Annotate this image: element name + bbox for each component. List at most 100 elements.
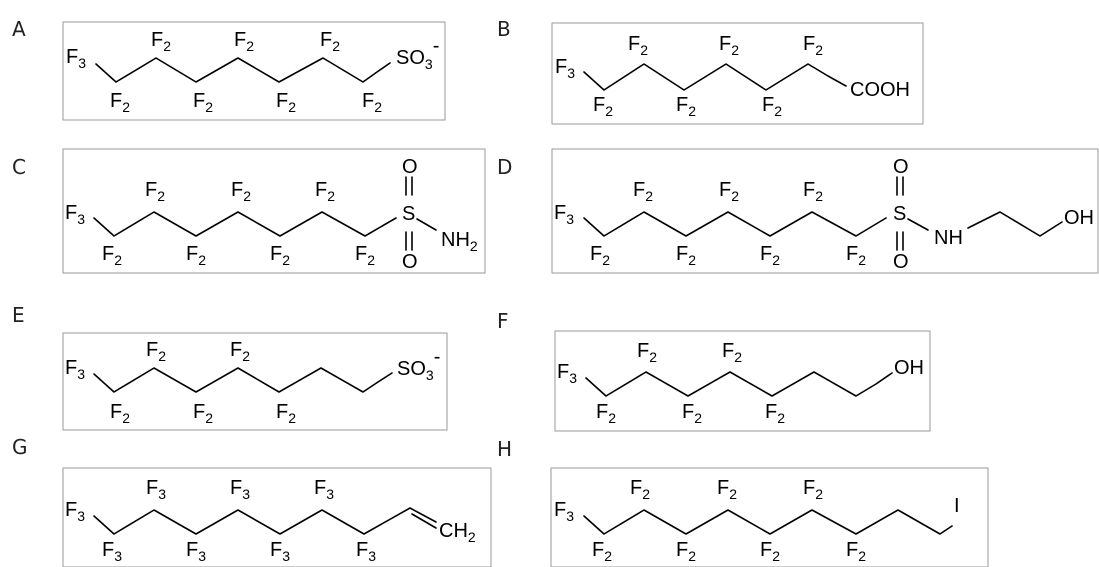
panel-letter-e: E (12, 303, 25, 327)
structure-d-atom-label: O (893, 156, 909, 178)
structure-a-atom-label: F2 (234, 29, 254, 54)
structure-g-atom-label: CH2 (439, 520, 476, 545)
structure-f-atom-label: F2 (637, 340, 657, 365)
structure-h-atom-label: F3 (554, 499, 574, 524)
structure-g-atom-label: F3 (230, 477, 250, 502)
structure-f: F F3 F2 F2 F2 F2 F2 OH (497, 309, 931, 432)
structure-c-atom-label: F2 (231, 179, 251, 204)
structure-d-atom-label: NH (934, 227, 963, 249)
structure-a-carbon-chain (95, 57, 391, 83)
structure-a-atom-label: F2 (151, 29, 171, 54)
structure-a-atom-label: F2 (193, 90, 213, 115)
structure-f-frame (554, 330, 931, 432)
structure-c-atom-label: F3 (65, 202, 85, 227)
structure-d: D F3 F2 F2 F2 F2 F2 F2 F2 S O O NH OH (497, 148, 1099, 274)
structure-d-atom-label: F2 (590, 243, 610, 268)
panel-letter-c: C (12, 155, 26, 179)
structure-c-carbon-chain (93, 211, 397, 237)
structure-h-atom-label: F2 (846, 539, 866, 564)
structure-a-frame (62, 21, 446, 121)
structure-a-atom-label: SO3- (396, 35, 439, 72)
structure-g-atom-label: F3 (102, 539, 122, 564)
structure-h-atom-label: F2 (717, 477, 737, 502)
structure-d-atom-label: F2 (803, 179, 823, 204)
structure-e-atom-label: F2 (110, 401, 130, 426)
structure-b-frame (551, 22, 924, 125)
structure-h-atom-label: F2 (676, 539, 696, 564)
structure-a-atom-label: F2 (362, 90, 382, 115)
structure-g-atom-label: F3 (314, 477, 334, 502)
structure-d-atom-label: F2 (719, 179, 739, 204)
structure-c-atom-label: S (402, 203, 415, 225)
panel-letter-a: A (12, 17, 26, 41)
structure-c-atom-label: NH2 (441, 229, 478, 254)
structure-f-atom-label: F2 (765, 401, 785, 426)
structure-b-atom-label: F2 (593, 94, 613, 119)
structure-c-frame (62, 148, 486, 274)
structure-f-atom-label: F2 (682, 401, 702, 426)
structure-d-atom-label: O (893, 251, 909, 273)
structure-c-atom-label: F2 (186, 243, 206, 268)
structure-g: G F3 F3 F3 F3 F3 F3 F3 F3 CH2 (12, 435, 492, 567)
structure-c-atom-label: F2 (102, 243, 122, 268)
structure-f-atom-label: F3 (557, 361, 577, 386)
structure-e-atom-label: F3 (65, 357, 85, 382)
structure-g-atom-label: F3 (65, 499, 85, 524)
structure-g-atom-label: F3 (356, 539, 376, 564)
structure-c-atom-label: F2 (315, 179, 335, 204)
structure-h-atom-label: F2 (760, 539, 780, 564)
structure-b-atom-label: F2 (803, 33, 823, 58)
structure-h: H F3 F2 F2 F2 F2 F2 F2 F2 I (497, 437, 989, 567)
structure-d-atom-label: OH (1064, 207, 1094, 229)
structure-b-atom-label: F2 (762, 94, 782, 119)
structure-g-carbon-chain (93, 507, 437, 535)
structure-c: C F3 F2 F2 F2 F2 F2 F2 F2 S O O NH2 (12, 148, 486, 274)
panel-letter-b: B (497, 17, 511, 41)
structure-c-atom-label: O (402, 251, 418, 273)
structure-h-atom-label: F2 (803, 477, 823, 502)
structure-c-bond (416, 218, 437, 231)
structure-b-atom-label: F2 (719, 33, 739, 58)
structure-c-atom-label: F2 (270, 243, 290, 268)
structure-g-atom-label: F3 (270, 539, 290, 564)
structure-d-atom-label: F2 (760, 243, 780, 268)
structure-b-atom-label: F2 (676, 94, 696, 119)
structure-d-atom-label: F2 (846, 243, 866, 268)
structure-b-atom-label: F3 (555, 56, 575, 81)
structure-f-atom-label: OH (894, 357, 924, 379)
structure-a-atom-label: F2 (276, 90, 296, 115)
structure-g-atom-label: F3 (186, 539, 206, 564)
structure-d-frame (551, 148, 1099, 274)
structure-e-atom-label: SO3- (397, 346, 440, 383)
structure-e-atom-label: F2 (193, 401, 213, 426)
structure-h-carbon-chain (583, 509, 953, 535)
structure-h-atom-label: F2 (630, 477, 650, 502)
structure-d-atom-label: F3 (554, 202, 574, 227)
structure-d-ethanol-chain (967, 211, 1063, 237)
structure-f-carbon-chain (585, 371, 893, 397)
structure-e-carbon-chain (93, 367, 393, 393)
structure-c-atom-label: F2 (145, 179, 165, 204)
structure-d-atom-label: S (893, 203, 906, 225)
structure-g-atom-label: F3 (146, 477, 166, 502)
structure-f-atom-label: F2 (596, 401, 616, 426)
structure-e-atom-label: F2 (276, 401, 296, 426)
structure-a-atom-label: F3 (66, 46, 86, 71)
structure-a: A F3 F2 F2 F2 F2 F2 F2 F2 SO3- (12, 17, 446, 121)
structure-e-atom-label: F2 (146, 339, 166, 364)
panel-letter-d: D (497, 155, 512, 179)
structure-d-bond (907, 218, 929, 231)
structure-d-atom-label: F2 (676, 243, 696, 268)
structure-h-frame (550, 467, 989, 567)
structure-a-atom-label: F2 (320, 29, 340, 54)
structure-e-frame (62, 332, 448, 431)
panel-letter-f: F (497, 309, 509, 333)
structure-d-carbon-chain (583, 211, 887, 237)
structure-b-atom-label: F2 (628, 33, 648, 58)
structure-g-frame (62, 467, 492, 567)
structure-b-carbon-chain (583, 63, 847, 91)
structure-b: B F3 F2 F2 F2 F2 F2 F2 COOH (497, 17, 924, 125)
structure-e: E F3 F2 F2 F2 F2 F2 SO3- (12, 303, 448, 431)
structure-e-atom-label: F2 (230, 339, 250, 364)
